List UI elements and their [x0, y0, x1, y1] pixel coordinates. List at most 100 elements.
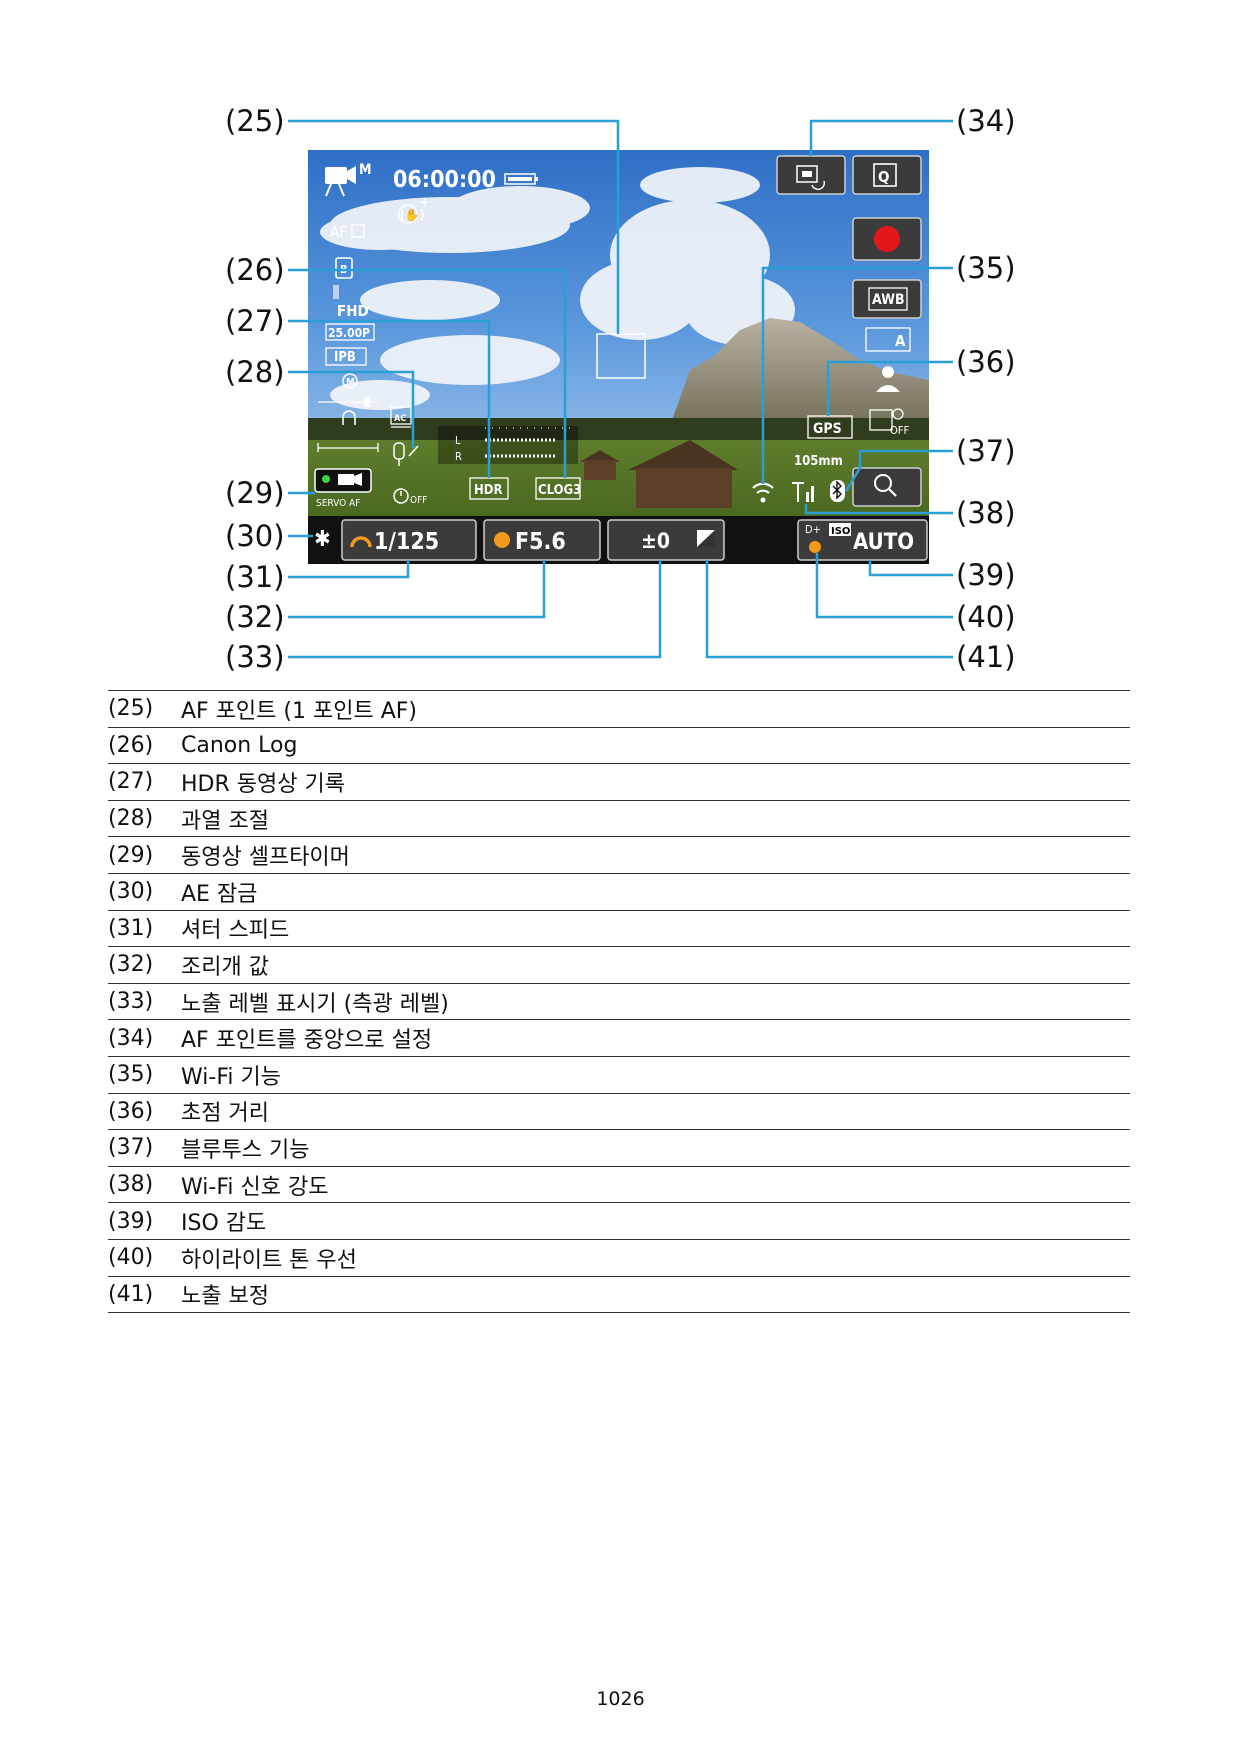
legend-row: (27)HDR 동영상 기록 — [108, 763, 1130, 801]
legend-row: (32) 조리개 값 — [108, 946, 1130, 984]
leader-28 — [288, 370, 415, 448]
leader-39 — [868, 560, 953, 577]
legend-row: (40) 하이라이트 톤 우선 — [108, 1239, 1130, 1276]
q-icon: Q — [873, 163, 897, 187]
legend-text: 초점 거리 — [181, 1101, 269, 1127]
audio-level-meter — [438, 426, 578, 464]
exposure-level-value: ±0 — [641, 529, 670, 553]
overheat-icon — [333, 285, 339, 299]
timecode: 06:00:00 — [393, 167, 496, 193]
callout-38: (38) — [956, 496, 1016, 530]
leader-41 — [705, 560, 953, 659]
legend-text: 노출 보정 — [181, 1284, 269, 1310]
cabins — [580, 440, 738, 508]
frame-rate-label: 25.00P — [328, 326, 370, 340]
legend-text: AF 포인트를 중앙으로 설정 — [181, 1028, 433, 1054]
self-timer-icon — [393, 488, 409, 504]
zoom-off-label: OFF — [890, 424, 909, 437]
highlight-tone-dot-icon — [809, 541, 821, 553]
audio-icon — [318, 373, 378, 407]
clog-box-icon — [535, 477, 581, 500]
movie-mode-letter: M — [359, 162, 372, 178]
awb-box-icon — [868, 287, 908, 311]
legend-number: (32) — [108, 952, 154, 978]
lcd-screen: M 06:00:00 (✋) + AF B FHD 25.00P IPB — [308, 150, 929, 564]
callout-40: (40) — [956, 600, 1016, 634]
legend-number: (37) — [108, 1135, 154, 1161]
picture-style-a-label: A — [895, 332, 906, 350]
legend-text: Canon Log — [181, 732, 298, 758]
subject-detect-icon — [876, 366, 900, 392]
legend-row: (25) AF 포인트 (1 포인트 AF) — [108, 690, 1130, 728]
leader-27 — [288, 319, 491, 478]
af-operation-label: SERVO AF — [316, 498, 360, 509]
callout-28: (28) — [225, 355, 285, 389]
magnify-icon — [874, 474, 897, 497]
legend-number: (41) — [108, 1281, 154, 1307]
leader-26 — [288, 268, 567, 478]
legend-text: 노출 레벨 표시기 (측광 레벨) — [181, 991, 449, 1017]
self-timer-off-label: OFF — [410, 495, 427, 506]
legend-text: AF 포인트 (1 포인트 AF) — [181, 698, 417, 724]
legend-number: (40) — [108, 1245, 154, 1271]
exposure-comp-button[interactable] — [607, 519, 725, 561]
aperture-button[interactable] — [483, 519, 601, 561]
battery-icon — [504, 173, 538, 185]
hdr-label: HDR — [474, 483, 503, 498]
ac-label: AC — [394, 414, 406, 424]
af-point-frame[interactable] — [596, 333, 646, 379]
quick-control-button[interactable] — [852, 155, 922, 195]
clog-label: CLOG3 — [538, 483, 581, 498]
page-number: 1026 — [596, 1688, 645, 1710]
legend-number: (30) — [108, 879, 154, 905]
svg-text:+: + — [420, 195, 429, 209]
legend-text: 조리개 값 — [181, 954, 269, 980]
legend-number: (26) — [108, 732, 154, 758]
compression-box-icon — [325, 347, 367, 366]
shutter-arc-icon — [350, 536, 372, 548]
legend-row: (41) 노출 보정 — [108, 1276, 1130, 1313]
legend-row: (39)ISO 감도 — [108, 1202, 1130, 1240]
legend-text: 과열 조절 — [181, 808, 269, 834]
leader-40 — [815, 553, 953, 619]
gps-label: GPS — [813, 421, 842, 437]
shutter-speed-value: 1/125 — [374, 529, 439, 555]
legend-number: (34) — [108, 1025, 154, 1051]
camera-screen-figure: M 06:00:00 (✋) + AF B FHD 25.00P IPB — [225, 104, 1016, 674]
leader-35 — [761, 266, 953, 484]
movie-mode-icon — [325, 166, 356, 197]
svg-text:(✋): (✋) — [400, 208, 425, 222]
legend-number: (25) — [108, 696, 154, 722]
callout-34: (34) — [956, 104, 1016, 138]
iso-badge-box — [829, 523, 851, 536]
legend-table: (25) AF 포인트 (1 포인트 AF) (26) Canon Log (27)HD… — [108, 690, 1130, 1313]
legend-row: (28)과열 조절 — [108, 800, 1130, 837]
legend-row: (37)블루투스 기능 — [108, 1129, 1130, 1167]
rec-size-label: FHD — [337, 302, 369, 320]
gps-box-icon — [807, 415, 853, 439]
callout-39: (39) — [956, 558, 1016, 592]
af-center-icon — [796, 165, 826, 191]
legend-row: (30)AE 잠금 — [108, 873, 1130, 910]
legend-number: (33) — [108, 989, 154, 1015]
mic-icon — [393, 442, 419, 466]
legend-row: (26) Canon Log — [108, 727, 1130, 764]
white-balance-button[interactable] — [852, 279, 922, 319]
magnify-button[interactable] — [852, 467, 922, 507]
ac-icon — [390, 406, 412, 428]
picture-style-box-icon — [865, 327, 911, 352]
servo-af-icon[interactable] — [314, 468, 372, 493]
leader-33 — [288, 560, 662, 659]
ae-lock-icon: ✱ — [314, 527, 331, 552]
callout-27: (27) — [225, 304, 285, 338]
af-method-label: AF — [330, 223, 347, 241]
legend-text: HDR 동영상 기록 — [181, 771, 345, 797]
image-stabilizer-icon: (✋) + — [398, 195, 429, 224]
legend-text: Wi-Fi 신호 강도 — [181, 1174, 329, 1200]
legend-number: (38) — [108, 1172, 154, 1198]
legend-text: 하이라이트 톤 우선 — [181, 1247, 357, 1273]
leader-34 — [809, 119, 953, 156]
audio-mode-letter: M — [346, 377, 355, 388]
legend-row: (38) Wi-Fi 신호 강도 — [108, 1166, 1130, 1203]
leader-37 — [844, 449, 953, 492]
